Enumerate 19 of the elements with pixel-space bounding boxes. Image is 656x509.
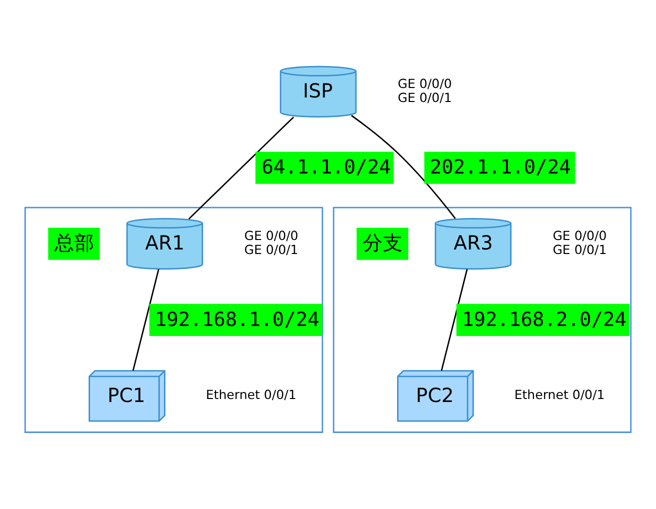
edge-label: 192.168.2.0/24 <box>462 307 626 330</box>
node-label: Ethernet 0/0/1 <box>514 386 605 402</box>
label: 分支 <box>362 231 403 254</box>
edge-label: 64.1.1.0/24 <box>262 155 391 178</box>
node-label: GE 0/0/0 <box>398 75 452 90</box>
label: 总部 <box>54 231 94 254</box>
connector <box>132 268 160 370</box>
node-label: GE 0/0/1 <box>398 89 452 104</box>
cluster <box>332 206 632 432</box>
node-label: Ethernet 0/0/1 <box>206 386 296 402</box>
edge-label: 192.168.1.0/24 <box>154 307 320 330</box>
connector <box>188 116 294 219</box>
node-label: GE 0/0/0 <box>244 227 298 242</box>
connector <box>440 268 468 370</box>
edge-label: 202.1.1.0/24 <box>430 155 571 178</box>
node-label: GE 0/0/0 <box>552 227 607 242</box>
node-label: GE 0/0/1 <box>244 241 298 256</box>
connector <box>351 114 456 218</box>
node-label: GE 0/0/1 <box>552 241 607 256</box>
